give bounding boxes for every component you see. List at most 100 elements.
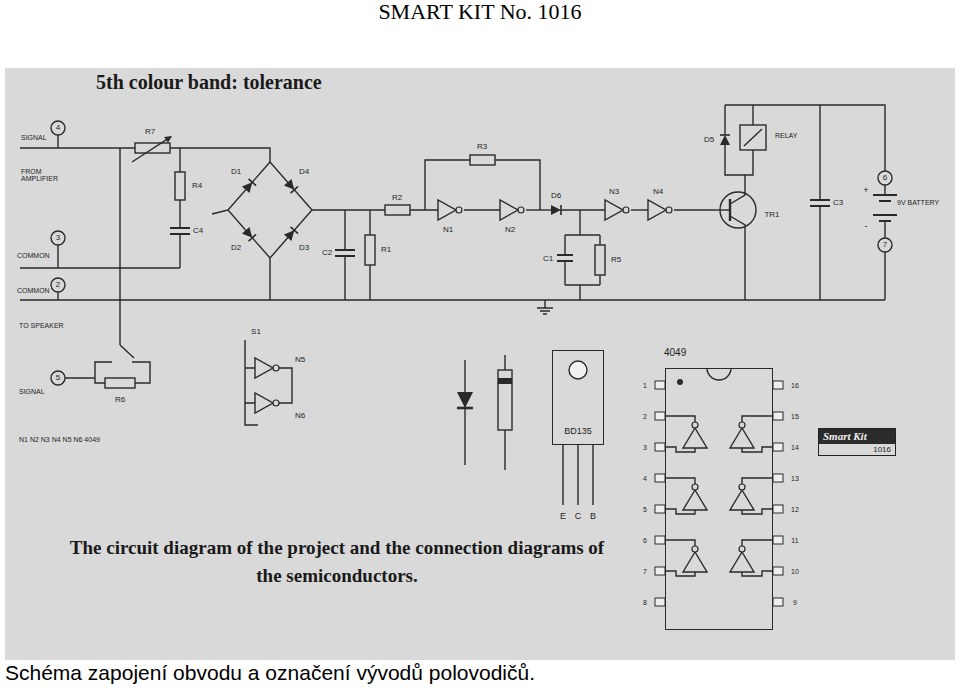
- resistor-symbol: [385, 205, 410, 215]
- component-label: TR1: [763, 211, 780, 219]
- resistor-symbol: [470, 155, 495, 165]
- wire: [730, 150, 753, 300]
- ic-pin: [773, 505, 783, 513]
- wire: [464, 360, 465, 465]
- page-title: SMART KIT No. 1016: [0, 0, 960, 24]
- terminal-number: 3: [55, 234, 61, 242]
- resistor-symbol: [105, 378, 135, 388]
- component-label: C1: [542, 255, 554, 263]
- pin-number: 14: [790, 444, 800, 451]
- component-label: D4: [298, 168, 310, 176]
- component-label: 9V BATTERY: [896, 199, 940, 206]
- mounting-hole: [569, 361, 587, 379]
- ic-pin: [655, 567, 665, 575]
- ic-pin: [773, 474, 783, 482]
- ic-pin: [773, 381, 783, 389]
- inverter-symbol: [730, 546, 754, 572]
- pin-number: 10: [790, 568, 800, 575]
- pin-name: B: [589, 512, 597, 521]
- component-label: COMMON: [16, 252, 51, 259]
- ground-symbol: [537, 300, 553, 314]
- wire: [674, 209, 715, 210]
- figure-caption: Schéma zapojení obvodu a označení vývodů…: [5, 660, 535, 685]
- pin-number: 9: [792, 599, 798, 606]
- wire: [742, 540, 773, 546]
- ic-pin: [655, 443, 665, 451]
- ic-notch: [707, 368, 731, 380]
- resistor-symbol: [365, 235, 375, 265]
- pin-number: 1: [642, 382, 648, 389]
- terminal-number: 6: [882, 174, 888, 182]
- inverter-symbol: [255, 358, 279, 378]
- terminal-number: 2: [55, 281, 61, 289]
- wire: [20, 135, 270, 162]
- component-label: N3: [608, 188, 620, 196]
- inverter-symbol: [683, 546, 707, 572]
- part-number: BD135: [564, 426, 592, 436]
- component-label: D2: [230, 244, 242, 252]
- pin-number: 15: [790, 413, 800, 420]
- terminal-symbol: [51, 278, 65, 292]
- component-label: FROM AMPLIFIER: [20, 168, 68, 182]
- wire: [665, 540, 695, 546]
- ic-pin: [773, 443, 783, 451]
- ic-pin: [773, 598, 783, 606]
- resistor-symbol: [175, 172, 185, 200]
- pin-number: 16: [790, 382, 800, 389]
- terminal-number: 5: [55, 374, 61, 382]
- capacitor-symbol: [810, 200, 830, 206]
- component-label: +: [862, 186, 869, 195]
- inverter-symbol: [648, 200, 672, 220]
- component-label: N5: [294, 356, 306, 364]
- ic-package: 4049: [665, 368, 773, 630]
- capacitor-symbol: [170, 228, 190, 234]
- wire: [526, 209, 551, 210]
- component-label: -: [864, 222, 869, 231]
- inverter-symbol: [730, 422, 754, 448]
- pin-number: 13: [790, 475, 800, 482]
- pin-number: 12: [790, 506, 800, 513]
- inverter-symbol: [605, 200, 629, 220]
- component-label: R1: [380, 246, 392, 254]
- terminal-symbol: [878, 238, 892, 252]
- terminal-symbol: [51, 371, 65, 385]
- wire: [410, 160, 540, 210]
- component-label: R3: [476, 143, 488, 151]
- pin-number: 4: [642, 475, 648, 482]
- wire: [725, 105, 885, 175]
- component-label: S1: [250, 328, 262, 336]
- wire: [742, 416, 773, 422]
- diode-symbol: [284, 179, 298, 193]
- terminal-number: 4: [55, 124, 61, 132]
- heading-note: 5th colour band: tolerance: [95, 72, 323, 92]
- ic-pin: [655, 474, 665, 482]
- diode-symbol: [284, 227, 298, 241]
- ic-pin: [655, 536, 665, 544]
- wire: [20, 292, 885, 300]
- inverter-symbol: [683, 422, 707, 448]
- terminal-symbol: [51, 231, 65, 245]
- wire: [312, 210, 385, 300]
- component-label: R4: [191, 182, 203, 190]
- component-label: R2: [391, 194, 403, 202]
- terminal-number: 7: [882, 241, 888, 249]
- wire: [65, 345, 150, 383]
- component-label: D5: [703, 136, 715, 144]
- inverter-symbol: [500, 200, 524, 220]
- ic-pin: [655, 412, 665, 420]
- inverter-symbol: [730, 484, 754, 510]
- pin-name: E: [559, 512, 567, 521]
- component-label: D1: [230, 168, 242, 176]
- component-label: D3: [298, 244, 310, 252]
- inverter-symbol: [255, 393, 279, 413]
- ic-pin: [773, 536, 783, 544]
- wire: [119, 148, 120, 345]
- wire: [245, 340, 292, 425]
- diode-symbol: [242, 179, 256, 193]
- pin-number: 5: [642, 506, 648, 513]
- wire: [464, 209, 500, 210]
- diode-body: [498, 370, 512, 430]
- capacitor-symbol: [335, 250, 355, 256]
- arrow-head: [164, 136, 172, 143]
